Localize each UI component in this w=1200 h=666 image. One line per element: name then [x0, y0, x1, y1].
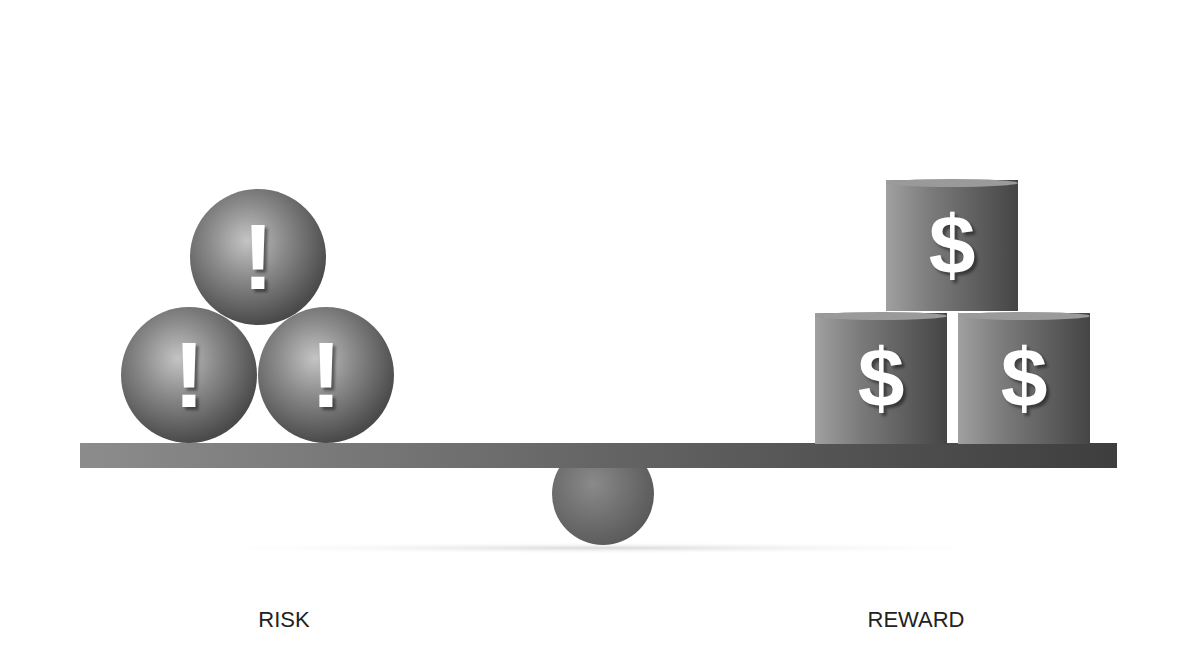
axis-label: REWARD	[868, 607, 965, 633]
block-body	[815, 313, 947, 444]
risk-sphere: !	[121, 307, 257, 443]
risk-sphere: !	[258, 307, 394, 443]
exclamation-mark: !	[174, 329, 205, 421]
money-block: $	[815, 313, 947, 444]
dollar-sign: $	[858, 336, 905, 420]
exclamation-mark: !	[311, 329, 342, 421]
risk-sphere: !	[190, 189, 326, 325]
sphere-body	[258, 307, 394, 443]
exclamation-mark: !	[243, 211, 274, 303]
block-body	[886, 180, 1018, 311]
sphere-body	[121, 307, 257, 443]
axis-label: RISK	[258, 607, 309, 633]
sphere-body	[190, 189, 326, 325]
money-block: $	[958, 313, 1090, 444]
balance-beam	[80, 443, 1117, 468]
dollar-sign: $	[1001, 336, 1048, 420]
money-block: $	[886, 180, 1018, 311]
dollar-sign: $	[929, 203, 976, 287]
block-top-rim	[815, 312, 947, 320]
block-top-rim	[886, 179, 1018, 187]
block-body	[958, 313, 1090, 444]
block-top-rim	[958, 312, 1090, 320]
